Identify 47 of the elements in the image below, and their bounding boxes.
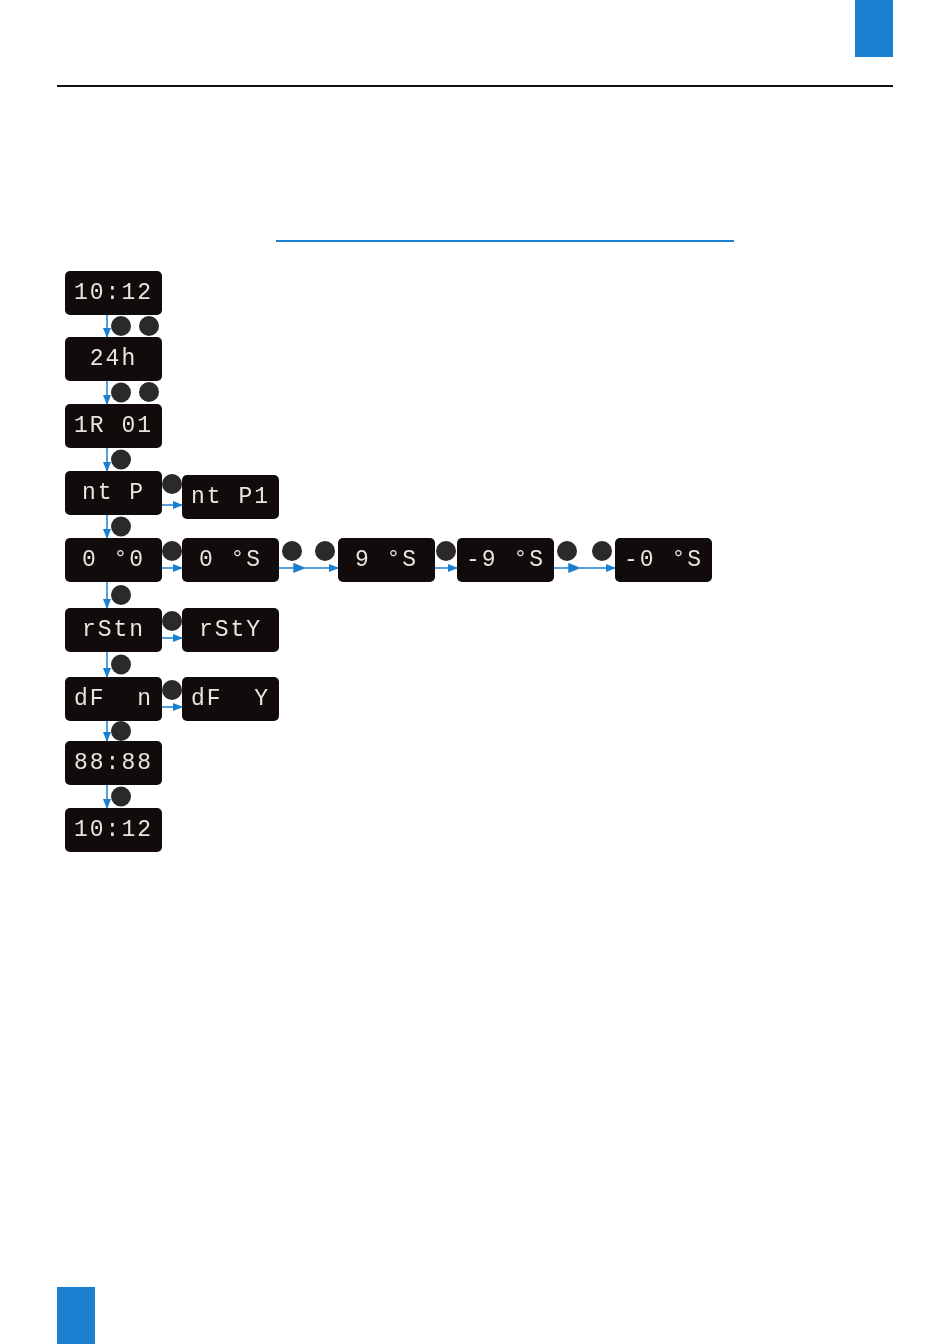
display-reading: dF Y: [191, 686, 270, 712]
led-display: [65, 404, 162, 448]
arrow: [103, 447, 111, 472]
led-display: [182, 608, 279, 652]
display-reading: dF n: [74, 686, 153, 712]
led-display: [182, 538, 279, 582]
display-reading: rStn: [81, 617, 146, 643]
led-display: [338, 538, 435, 582]
arrow: [161, 634, 183, 642]
display-reading: -9 °S: [466, 547, 545, 573]
display-reading: 0 °S: [198, 547, 263, 573]
arrow: [103, 651, 111, 678]
display-reading: 1R 01: [74, 413, 153, 439]
led-display: [65, 337, 162, 381]
arrow: [103, 784, 111, 809]
arrow: [103, 581, 111, 609]
led-display: [65, 271, 162, 315]
led-display: [65, 741, 162, 785]
arrow: [103, 380, 111, 405]
display-reading: 0 °0: [81, 547, 146, 573]
display-reading: nt P1: [191, 484, 270, 510]
led-display: [65, 808, 162, 852]
arrow: [103, 314, 111, 338]
arrow: [553, 563, 616, 573]
display-reading: 10:12: [74, 280, 153, 306]
led-display: [65, 677, 162, 721]
display-reading: 24h: [89, 346, 138, 372]
display-reading: 9 °S: [354, 547, 419, 573]
led-display: [65, 538, 162, 582]
arrow: [103, 514, 111, 539]
arrow: [278, 563, 339, 573]
led-display: [457, 538, 554, 582]
arrow: [161, 703, 183, 711]
led-display: [65, 471, 162, 515]
arrow: [161, 501, 183, 509]
led-display: [182, 475, 279, 519]
display-reading: rStY: [198, 617, 263, 643]
arrow: [161, 564, 183, 572]
display-reading: -0 °S: [624, 547, 703, 573]
led-display: [182, 677, 279, 721]
display-reading: 10:12: [74, 817, 153, 843]
display-reading: 88:88: [74, 750, 153, 776]
led-display: [615, 538, 712, 582]
display-reading: nt P: [81, 480, 146, 506]
arrow: [103, 720, 111, 742]
arrow: [434, 564, 458, 572]
led-display: [65, 608, 162, 652]
